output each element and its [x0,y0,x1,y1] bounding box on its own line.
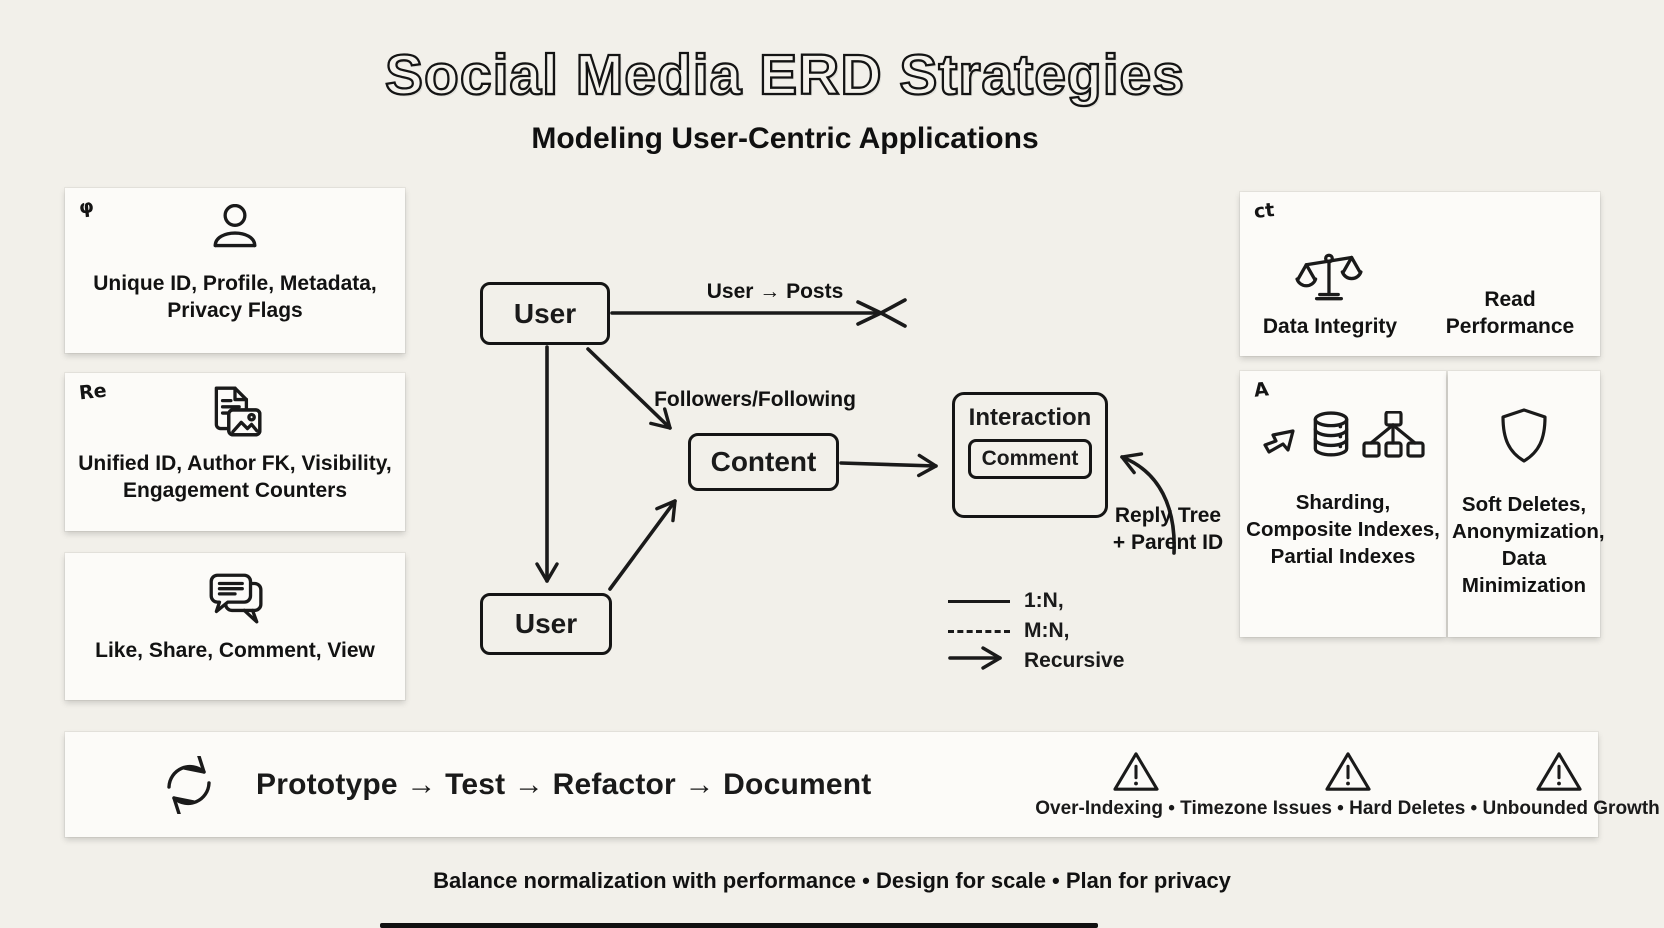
warning-triangle-icon [1113,751,1159,791]
edge-user2-content [608,499,677,591]
node-user-top: User [480,282,610,345]
warning-triangle-icon [1324,751,1371,791]
process-steps: Prototype → Test → Refactor → Document [256,767,872,801]
footer-tagline: Balance normalization with performance •… [433,868,1231,893]
scaling-card: A Sharding, Composite In [1240,371,1446,637]
entity-card-caption: Unified ID, Author FK, Visibility, Engag… [78,452,392,502]
handwritten-mark: Re [77,379,108,405]
post-icon [214,386,262,437]
handwritten-mark: φ [77,195,95,219]
legend-row-recursive: Recursive [1024,649,1125,672]
node-comment: Comment [968,439,1092,479]
hierarchy-icon [1362,411,1425,458]
scaling-caption: Sharding, Composite Indexes, Partial Ind… [1246,491,1440,568]
legend-row-mn: M:N, [948,616,1124,646]
entity-card-caption: Unique ID, Profile, Metadata, Privacy Fl… [93,272,377,322]
handwritten-mark: ct [1252,198,1276,224]
pitfalls-group: Over-Indexing • Timezone Issues • Hard D… [1020,732,1664,837]
header: Social Media ERD Strategies Modeling Use… [0,42,1570,156]
handwritten-mark: A [1252,378,1270,402]
bottom-strip [380,923,1098,928]
interaction-entity-card: Like, Share, Comment, View [65,553,405,700]
tradeoff-card: ct Data Integrity Read Performance [1240,192,1600,356]
database-icon [1313,411,1349,457]
chat-bubbles-icon [209,573,263,624]
dashed-line-sample [948,629,1010,633]
edge-content-interaction [839,453,938,478]
label-user-posts: User → Posts [706,280,844,303]
tradeoff-right-label: Read Performance [1445,288,1575,338]
solid-line-sample [948,599,1010,603]
scales-icon [1295,253,1363,301]
doodle-arrow-icon [1263,429,1295,454]
pitfalls-text: Over-Indexing • Timezone Issues • Hard D… [1035,797,1660,819]
entity-card-caption: Like, Share, Comment, View [95,639,375,662]
legend-row-1n: 1:N, [948,586,1124,616]
shield-icon [1501,408,1547,463]
person-icon [213,204,257,248]
user-entity-card: φ Unique ID, Profile, Metadata, Privacy … [65,188,405,353]
node-interaction: Interaction Comment [952,392,1108,518]
relationship-legend: 1:N, M:N, Recursive [948,586,1124,676]
node-user-bottom: User [480,593,612,655]
privacy-caption: Soft Deletes, Anonymization, Data Minimi… [1452,493,1605,597]
label-followers: Followers/Following [654,388,856,411]
privacy-card: Soft Deletes, Anonymization, Data Minimi… [1448,371,1605,637]
page-title: Social Media ERD Strategies [384,42,1185,108]
process-bar: Prototype → Test → Refactor → Document O… [65,732,1660,837]
node-content: Content [688,433,839,491]
content-entity-card: Re Unified ID, Author FK, Visibility, En… [65,373,405,531]
page-subtitle: Modeling User-Centric Applications [531,122,1039,155]
cycle-icon [167,755,211,814]
label-reply-tree: Reply Tree + Parent ID [1112,504,1224,554]
warning-triangle-icon [1536,751,1582,791]
crowsfoot-barb [856,300,883,326]
tradeoff-left-label: Data Integrity [1262,315,1398,338]
